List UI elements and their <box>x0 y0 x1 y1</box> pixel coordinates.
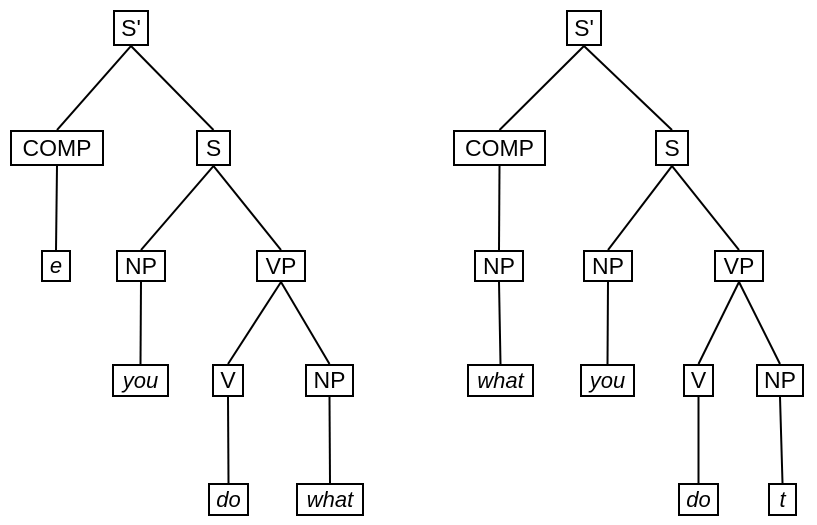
tree-node-you: you <box>112 364 169 397</box>
tree-edge <box>130 45 215 131</box>
tree-edge <box>498 45 585 131</box>
tree-node-what: what <box>467 364 534 397</box>
tree-edge <box>55 165 58 251</box>
tree-edge <box>328 396 331 484</box>
tree-node-np: NP <box>583 250 633 282</box>
tree-node-t: t <box>768 483 797 516</box>
tree-node-np: NP <box>756 364 804 397</box>
tree-edge <box>280 281 331 365</box>
tree-edge <box>140 165 215 251</box>
tree-node-do: do <box>208 483 249 516</box>
tree-edge <box>583 45 673 131</box>
tree-edge <box>56 45 132 131</box>
tree-node-do: do <box>678 483 719 516</box>
tree-node-comp: COMP <box>10 130 104 166</box>
tree-edge <box>212 165 282 251</box>
tree-edge <box>671 165 740 251</box>
tree-node-vp: VP <box>714 250 764 282</box>
tree-node-comp: COMP <box>453 130 546 166</box>
tree-edge <box>738 281 781 365</box>
tree-edge <box>227 281 282 365</box>
tree-edge <box>498 165 501 251</box>
tree-node-sprime: S' <box>566 10 602 46</box>
tree-node-sprime: S' <box>113 10 149 46</box>
tree-edge <box>697 281 740 365</box>
tree-edge <box>607 165 673 251</box>
tree-node-you: you <box>580 364 635 397</box>
tree-edge <box>779 396 784 484</box>
tree-node-v: V <box>683 364 714 397</box>
tree-node-what: what <box>296 483 364 516</box>
tree-edge <box>606 281 609 365</box>
tree-edge <box>227 396 230 484</box>
tree-node-np: NP <box>474 250 524 282</box>
tree-node-np: NP <box>116 250 166 282</box>
tree-node-np: NP <box>305 364 354 397</box>
tree-node-v: V <box>212 364 244 397</box>
tree-node-s: S <box>196 130 231 166</box>
tree-edge <box>498 281 502 365</box>
tree-edge <box>139 281 142 365</box>
tree-node-s: S <box>655 130 689 166</box>
tree-node-e: e <box>41 250 71 282</box>
tree-node-vp: VP <box>256 250 306 282</box>
